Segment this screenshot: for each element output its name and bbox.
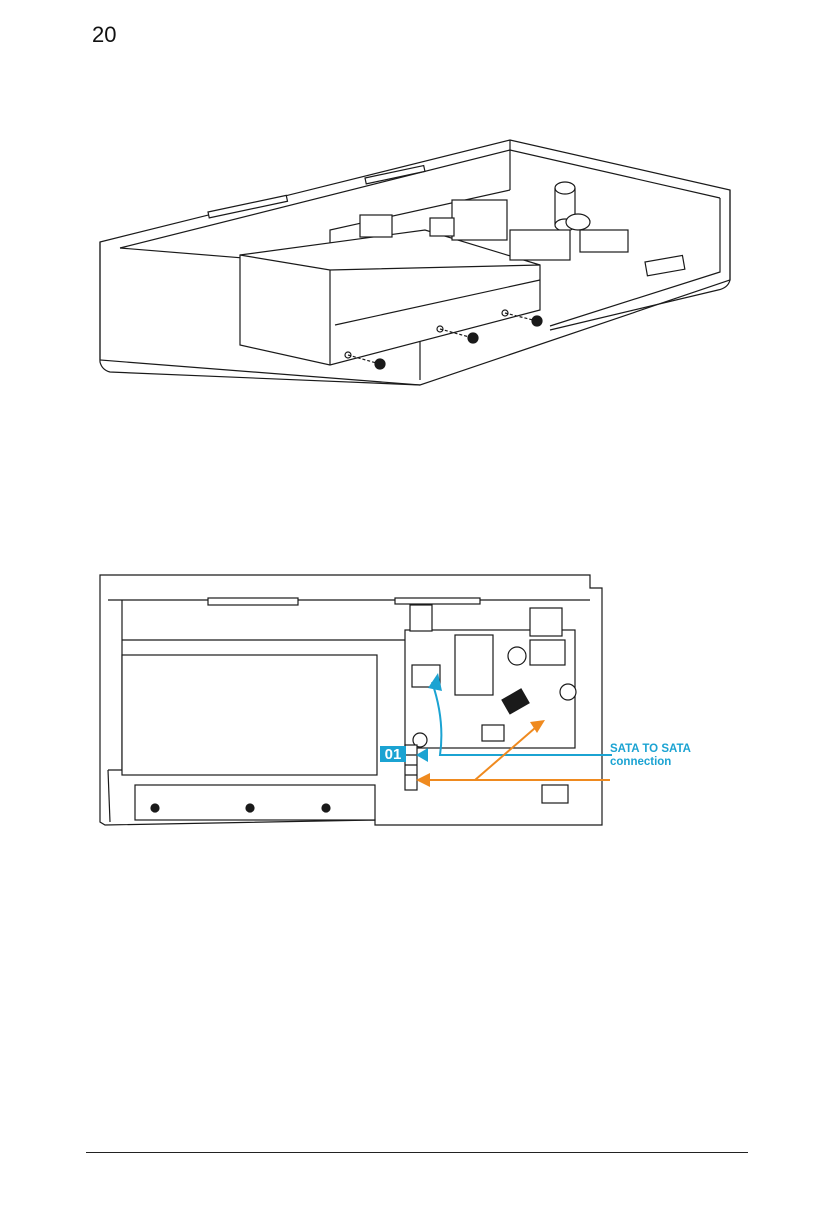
chassis-isometric-figure [90,130,750,400]
hdd-body [122,655,377,775]
capacitor [555,182,575,194]
board-component [510,230,570,260]
board-component [430,218,454,236]
board-component [580,230,628,252]
capacitor [566,214,590,230]
sata-connector [405,745,417,790]
label-pad [542,785,568,803]
board-component [530,640,565,665]
footer-rule [86,1152,748,1153]
rail-slot [208,598,298,605]
board-component [360,215,392,237]
callout-label-line1: SATA TO SATA [610,743,691,755]
board-component [452,200,507,240]
chassis-top-view-figure: 01 SATA TO SATA connection [90,570,750,845]
rail-slot [395,598,480,604]
hdd-bracket [135,785,375,820]
page-number: 20 [92,22,116,48]
board-component [482,725,504,741]
capacitor [508,647,526,665]
board-component [455,635,493,695]
front-port [530,608,562,636]
callout-number: 01 [385,746,402,763]
capacitor [560,684,576,700]
front-port [410,605,432,631]
callout-label-line2: connection [610,756,671,768]
